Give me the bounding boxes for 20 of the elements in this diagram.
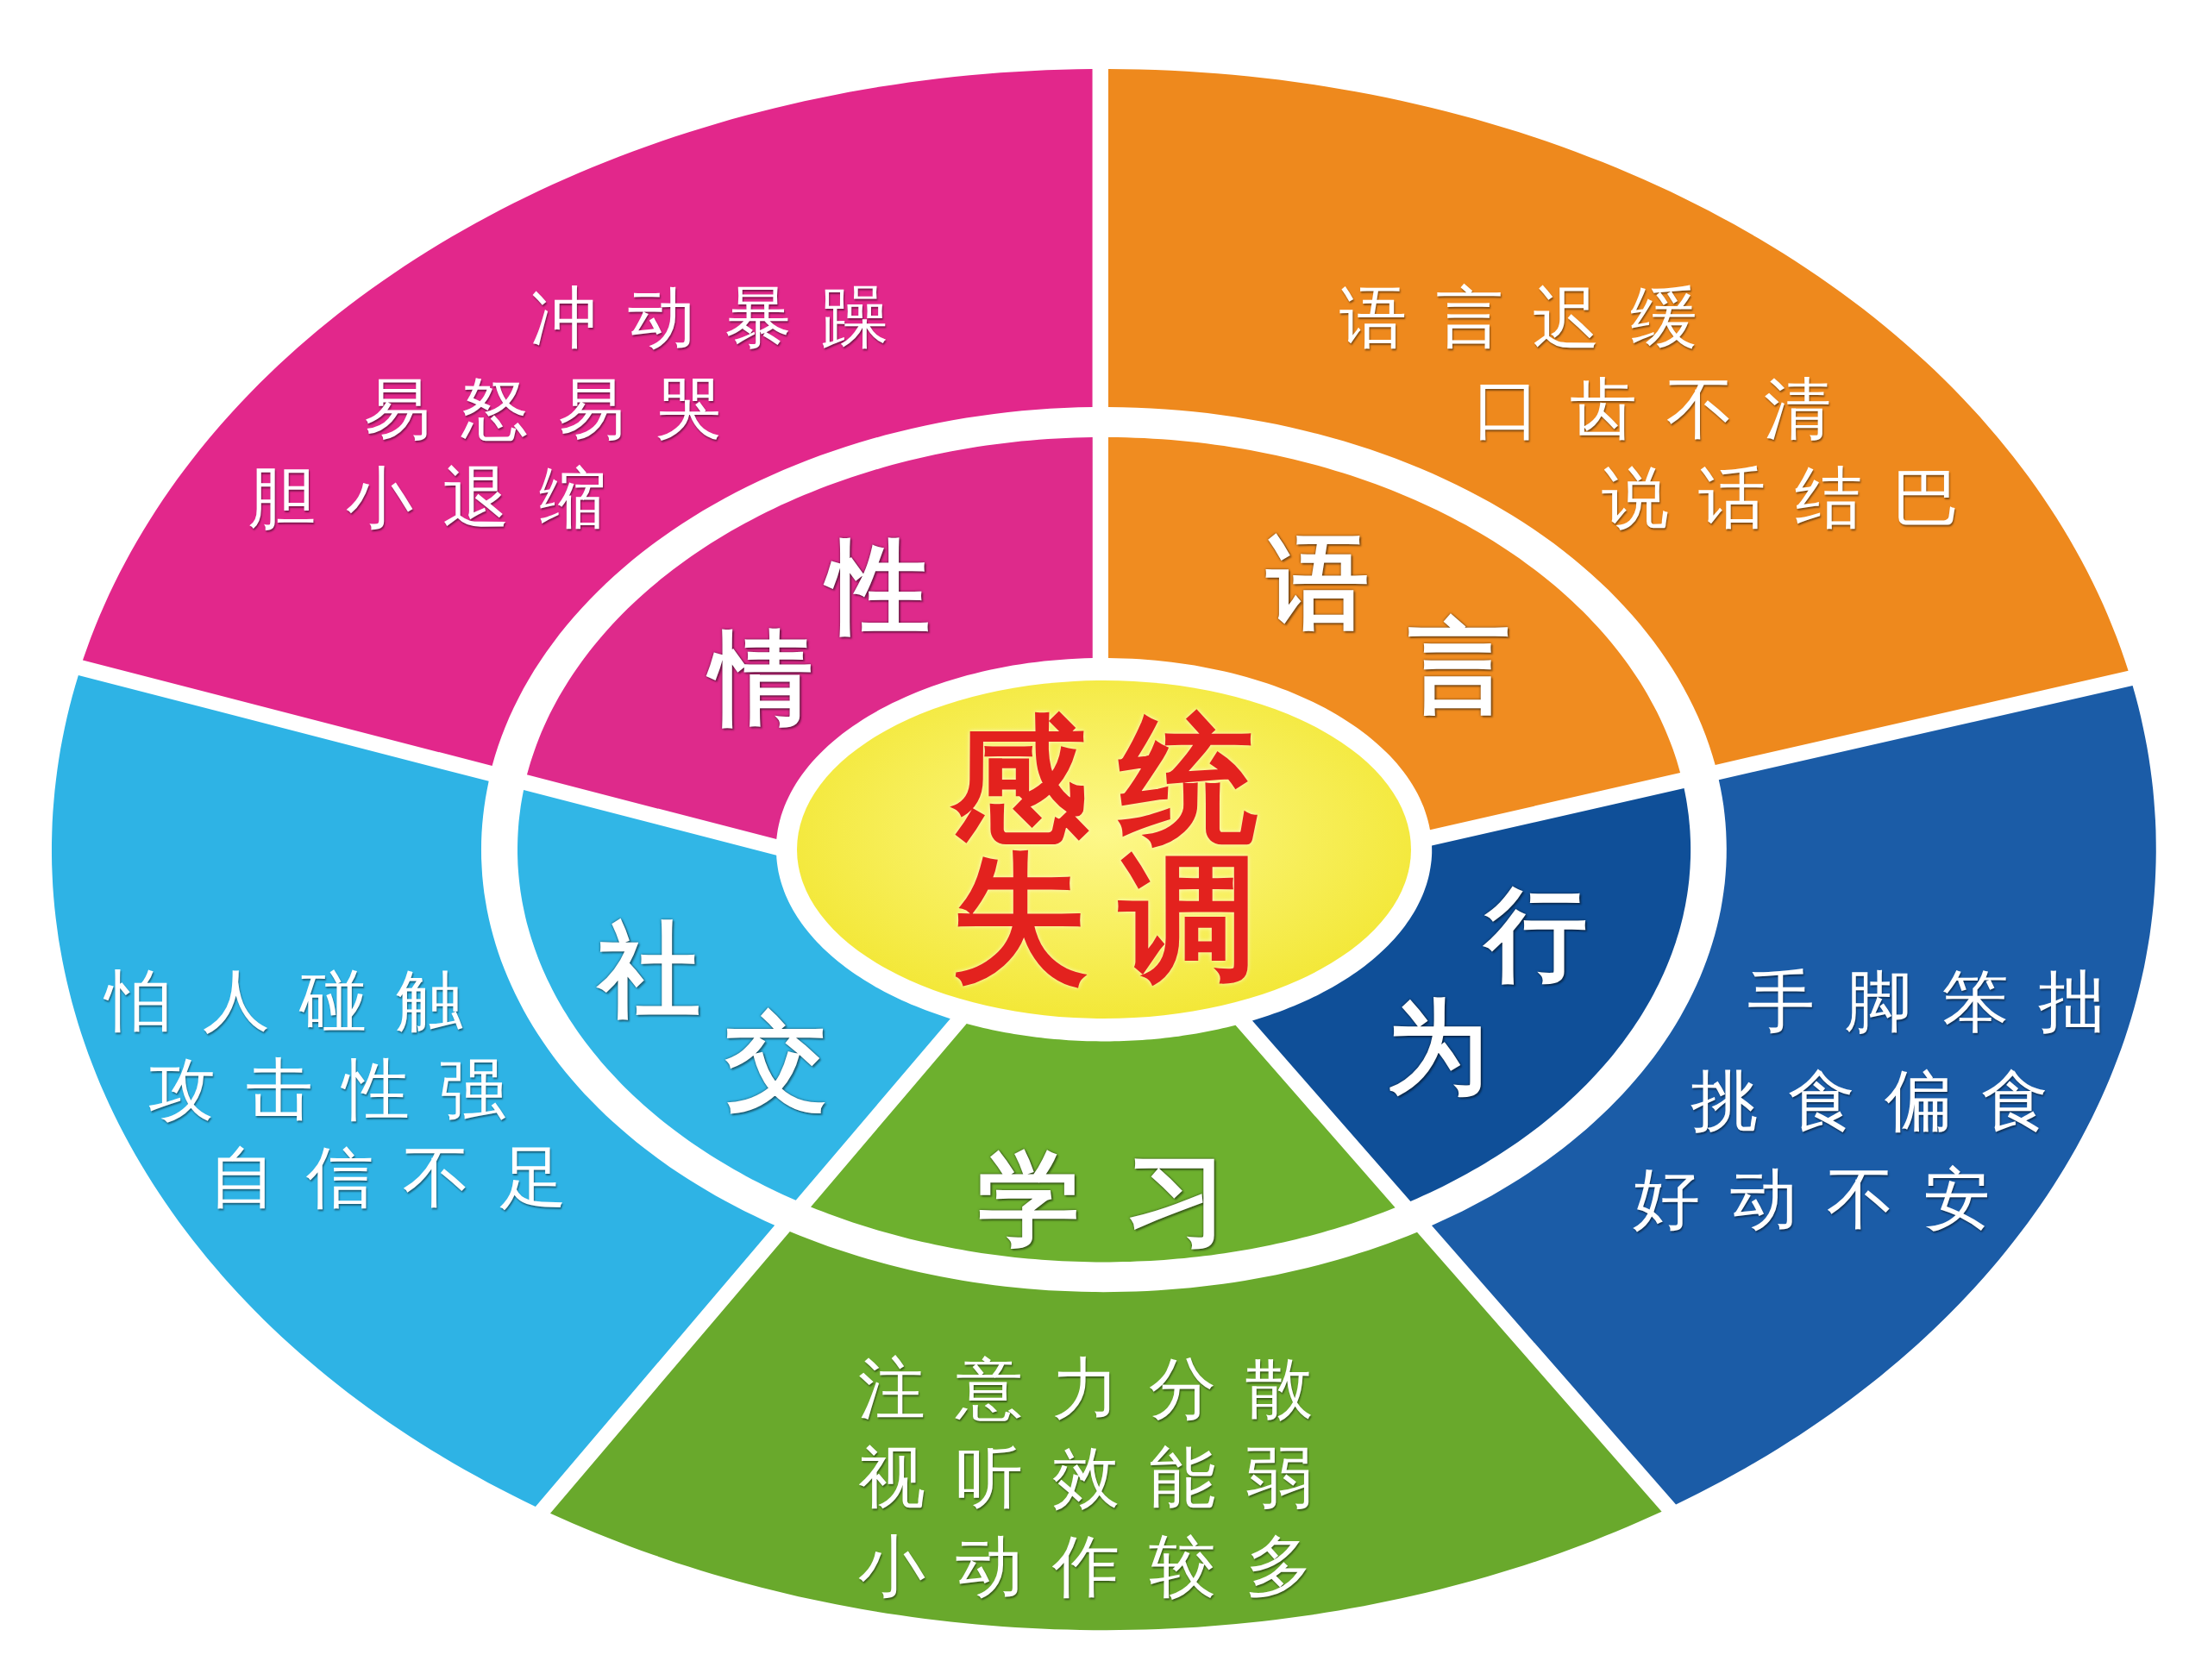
symptom-text: 易怒易哭: [364, 375, 723, 442]
symptom-text: 冲动暴躁: [530, 284, 889, 351]
category-title: 社交: [588, 908, 837, 1122]
symptom-text: 自信不足: [209, 1144, 568, 1211]
symptom-text: 口齿不清: [1472, 375, 1831, 442]
symptom-text: 怕人碰触: [105, 967, 464, 1034]
symptom-text: 语言迟缓: [1339, 284, 1697, 351]
symptom-text: 胆小退缩: [248, 464, 607, 531]
symptom-text: 攻击性强: [148, 1056, 507, 1123]
symptom-text: 注意力分散: [858, 1355, 1314, 1422]
symptom-text: 说话结巴: [1601, 464, 1960, 531]
symptom-text: 视听效能弱: [858, 1444, 1314, 1511]
category-title: 语言: [1264, 522, 1511, 728]
symptom-text: 好动不安: [1633, 1165, 1992, 1232]
symptom-text: 挑食偏食: [1690, 1067, 2049, 1134]
symptom-text: 手脚笨拙: [1747, 968, 2106, 1035]
category-title: 学习: [977, 1138, 1229, 1260]
category-title: 性情: [700, 525, 940, 739]
symptom-text: 小动作较多: [858, 1533, 1314, 1600]
category-title: 行为: [1386, 874, 1588, 1108]
